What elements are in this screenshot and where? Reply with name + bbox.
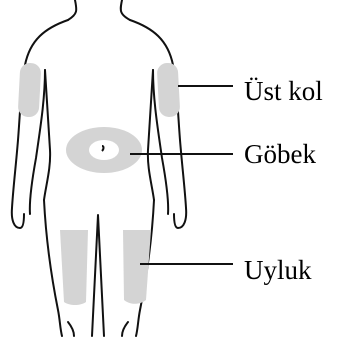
abdomen-label: Göbek [244, 139, 316, 169]
neck-left [68, 0, 76, 20]
left-knee-mark [68, 322, 74, 336]
inner-legs [92, 215, 104, 336]
upper-arm-label: Üst kol [244, 76, 323, 106]
thigh-label: Uyluk [244, 255, 312, 285]
upper-arm-right-zone [157, 62, 181, 117]
upper-arm-left-zone [18, 63, 42, 118]
thigh-right-zone [123, 230, 151, 304]
left-leg-outer [44, 200, 62, 336]
navel-area [89, 140, 119, 160]
right-knee-mark [122, 322, 128, 336]
neck-right [121, 0, 130, 20]
thigh-left-zone [60, 230, 88, 305]
